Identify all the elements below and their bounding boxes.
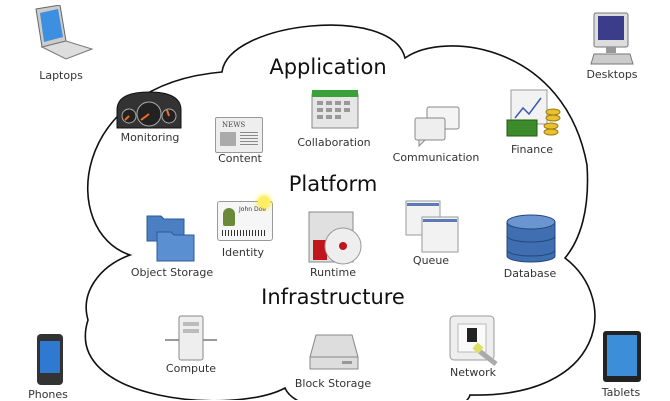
phones-label: Phones xyxy=(28,388,68,401)
phone-icon xyxy=(37,334,63,385)
queue-label: Queue xyxy=(412,254,450,267)
hard-drive-icon xyxy=(309,334,359,370)
database-label: Database xyxy=(503,267,557,280)
chat-bubbles-icon xyxy=(414,106,460,148)
dashboard-gauge-icon xyxy=(116,91,182,129)
heading-infrastructure: Infrastructure xyxy=(261,285,405,309)
heading-platform: Platform xyxy=(288,172,378,196)
block-storage-label: Block Storage xyxy=(294,377,372,390)
content-label: Content xyxy=(218,152,262,165)
laptop-icon xyxy=(35,5,94,60)
tablets-label: Tablets xyxy=(601,386,641,399)
server-icon xyxy=(165,315,217,361)
id-card-icon: John Doe xyxy=(217,196,273,241)
laptops-label: Laptops xyxy=(39,69,83,82)
monitoring-label: Monitoring xyxy=(120,131,180,144)
desktop-icon xyxy=(590,12,634,65)
runtime-label: Runtime xyxy=(310,266,356,279)
tablet-icon xyxy=(603,331,641,382)
desktops-label: Desktops xyxy=(586,68,638,81)
heading-application: Application xyxy=(269,55,387,79)
finance-label: Finance xyxy=(510,143,554,156)
compute-label: Compute xyxy=(165,362,217,375)
database-icon xyxy=(506,214,556,263)
stacked-windows-icon xyxy=(405,200,459,253)
collaboration-label: Collaboration xyxy=(297,136,371,149)
folders-icon xyxy=(146,215,195,262)
newspaper-icon: NEWS xyxy=(215,117,263,153)
network-label: Network xyxy=(450,366,496,379)
network-jack-icon xyxy=(449,315,498,366)
money-chart-icon xyxy=(506,89,561,137)
calendar-icon xyxy=(311,90,359,129)
software-box-disc-icon xyxy=(308,211,362,265)
communication-label: Communication xyxy=(392,151,480,164)
object-storage-label: Object Storage xyxy=(130,266,214,279)
identity-label: Identity xyxy=(221,246,265,259)
